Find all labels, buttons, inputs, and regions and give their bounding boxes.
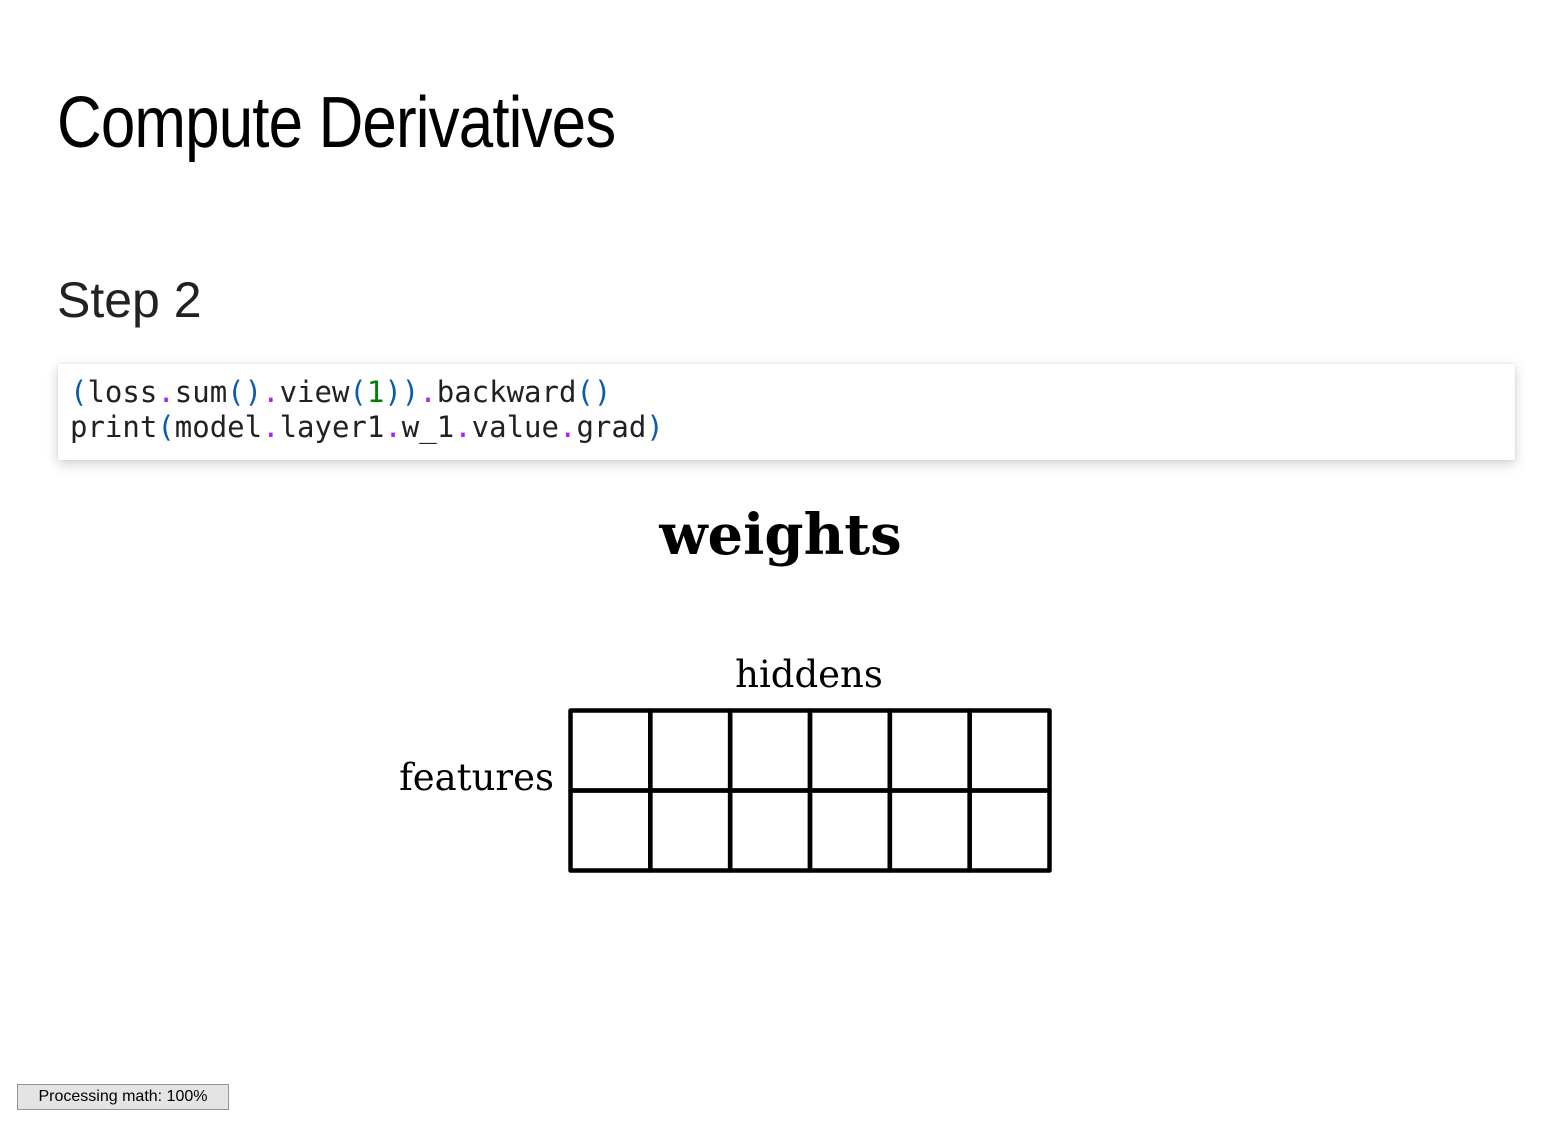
code-identifier: backward bbox=[436, 375, 577, 409]
code-identifier: sum bbox=[174, 375, 228, 409]
code-punctuation: ) bbox=[646, 410, 664, 444]
grid-cell bbox=[887, 708, 972, 793]
features-label: features bbox=[399, 756, 554, 799]
code-cell[interactable]: (loss.sum().view(1)).backward() print(mo… bbox=[58, 364, 1515, 460]
code-identifier: loss bbox=[87, 375, 158, 409]
grid-cell bbox=[648, 708, 733, 793]
weights-grid bbox=[568, 708, 1052, 873]
code-operator: . bbox=[157, 375, 175, 409]
grid-cell bbox=[568, 788, 653, 873]
step-heading: Step 2 bbox=[57, 272, 202, 328]
code-line: print(model.layer1.w_1.value.grad) bbox=[70, 410, 664, 445]
grid-cell bbox=[648, 788, 733, 873]
code-operator: . bbox=[262, 375, 280, 409]
grid-cell bbox=[568, 708, 653, 793]
code-line: (loss.sum().view(1)).backward() bbox=[70, 375, 611, 410]
code-identifier: layer1 bbox=[279, 410, 385, 444]
code-identifier: w_1 bbox=[401, 410, 455, 444]
code-punctuation: () bbox=[227, 375, 263, 409]
code-identifier: model bbox=[174, 410, 263, 444]
code-identifier: print bbox=[70, 410, 158, 444]
code-punctuation: ( bbox=[157, 410, 175, 444]
code-punctuation: )) bbox=[384, 375, 420, 409]
slide-title: Compute Derivatives bbox=[57, 83, 616, 163]
grid-cell bbox=[727, 708, 813, 793]
code-punctuation: () bbox=[576, 375, 612, 409]
code-operator: . bbox=[419, 375, 437, 409]
code-number: 1 bbox=[366, 375, 385, 409]
grid-cell bbox=[887, 788, 972, 873]
code-operator: . bbox=[262, 410, 280, 444]
code-operator: . bbox=[558, 410, 577, 444]
code-operator: . bbox=[454, 410, 472, 444]
hiddens-label: hiddens bbox=[735, 653, 883, 696]
code-identifier: view bbox=[279, 375, 350, 409]
code-punctuation: ( bbox=[349, 375, 367, 409]
code-operator: . bbox=[384, 410, 402, 444]
code-punctuation: ( bbox=[70, 375, 88, 409]
code-identifier: value bbox=[471, 410, 559, 444]
grid-cell bbox=[807, 788, 893, 873]
grid-cell bbox=[807, 708, 893, 793]
grid-cell bbox=[967, 708, 1052, 793]
math-processing-status: Processing math: 100% bbox=[17, 1084, 229, 1110]
figure-title: weights bbox=[659, 502, 902, 568]
grid-cell bbox=[727, 788, 813, 873]
grid-cell bbox=[967, 788, 1052, 873]
code-identifier: grad bbox=[576, 410, 647, 444]
